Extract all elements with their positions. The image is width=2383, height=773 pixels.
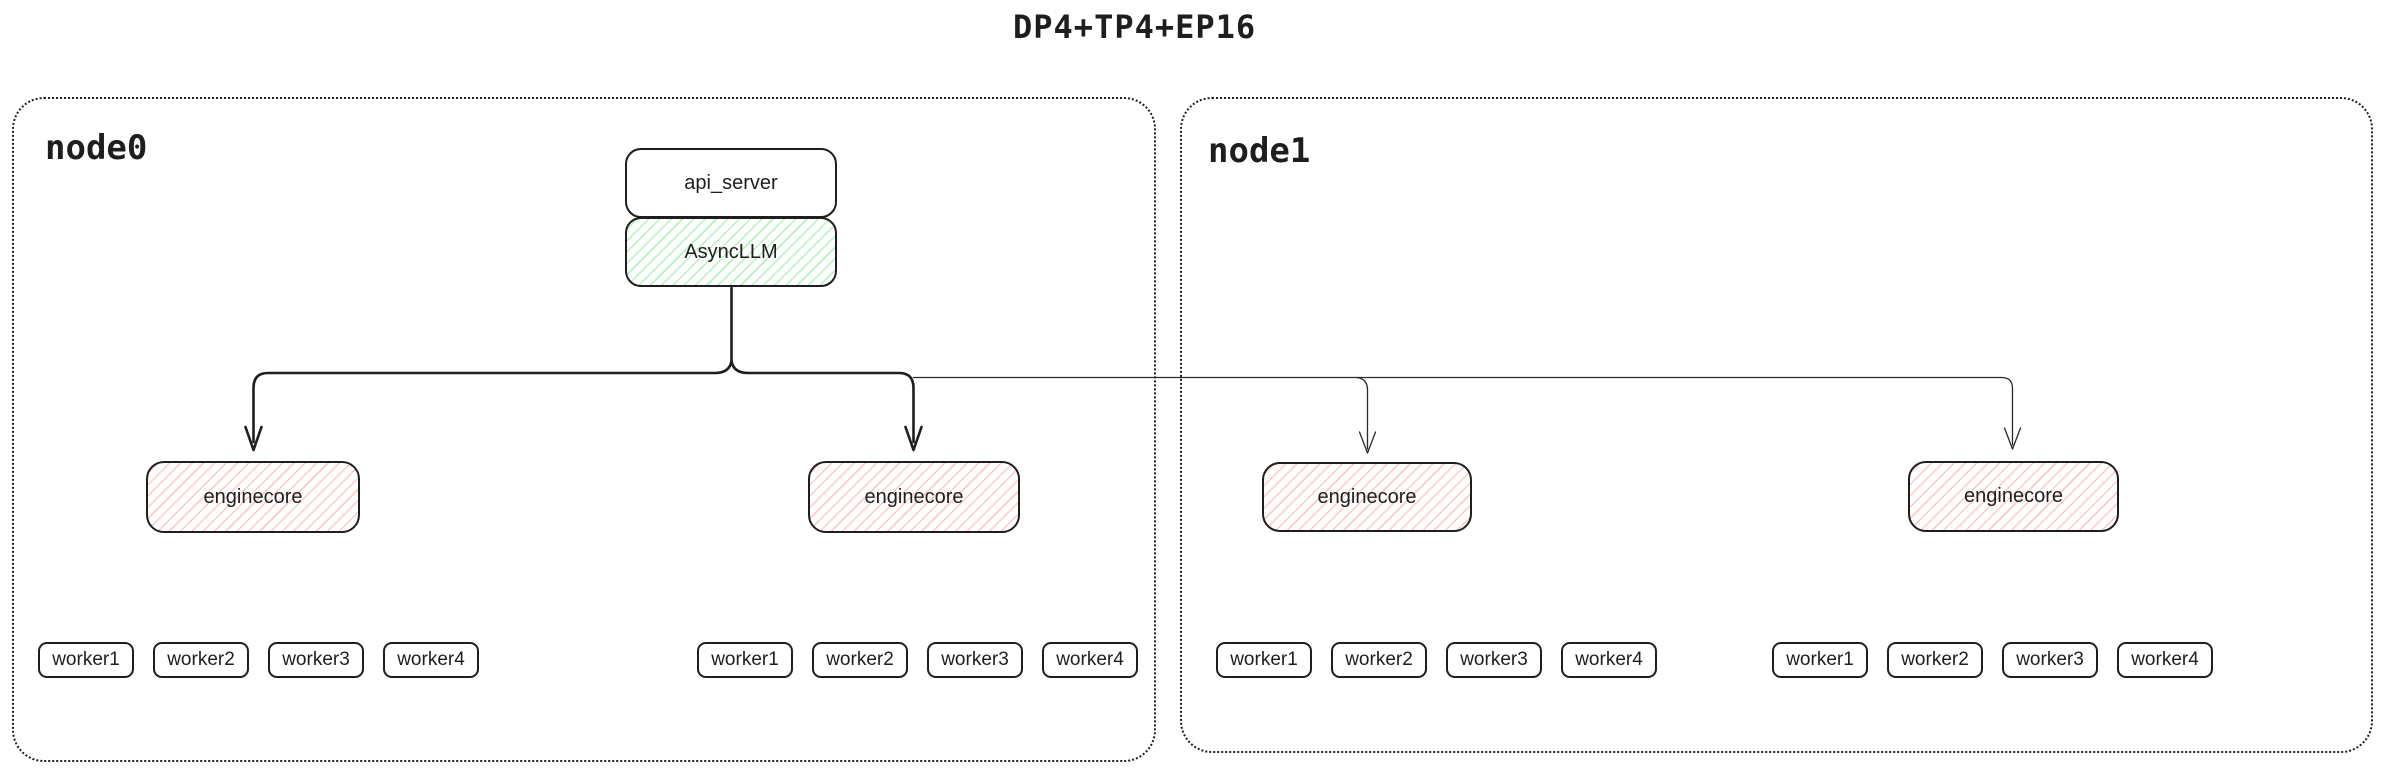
worker-label: worker4 (397, 649, 465, 670)
worker-box: worker4 (1042, 642, 1138, 678)
worker-group-node1-2: worker1 worker2 worker3 worker4 (1772, 642, 2213, 678)
api-server-box: api_server (625, 148, 837, 218)
worker-label: worker1 (52, 649, 120, 670)
worker-label: worker2 (167, 649, 235, 670)
worker-label: worker2 (1901, 649, 1969, 670)
worker-group-node0-1: worker1 worker2 worker3 worker4 (38, 642, 479, 678)
diagram-title: DP4+TP4+EP16 (1013, 8, 1257, 46)
worker-label: worker4 (2131, 649, 2199, 670)
worker-box: worker4 (2117, 642, 2213, 678)
worker-box: worker1 (1772, 642, 1868, 678)
node0-label: node0 (45, 128, 148, 168)
worker-box: worker1 (697, 642, 793, 678)
worker-label: worker2 (826, 649, 894, 670)
worker-box: worker1 (1216, 642, 1312, 678)
worker-label: worker4 (1056, 649, 1124, 670)
asyncllm-box: AsyncLLM (625, 217, 837, 287)
enginecore-box-3: enginecore (1262, 462, 1472, 532)
worker-label: worker3 (1460, 649, 1528, 670)
worker-label: worker1 (711, 649, 779, 670)
enginecore-label: enginecore (203, 485, 303, 508)
worker-box: worker2 (812, 642, 908, 678)
worker-label: worker1 (1786, 649, 1854, 670)
worker-group-node0-2: worker1 worker2 worker3 worker4 (697, 642, 1138, 678)
worker-box: worker3 (2002, 642, 2098, 678)
worker-box: worker4 (1561, 642, 1657, 678)
enginecore-label: enginecore (1317, 485, 1417, 508)
worker-box: worker2 (153, 642, 249, 678)
api-server-label: api_server (684, 171, 778, 194)
worker-box: worker2 (1331, 642, 1427, 678)
worker-group-node1-1: worker1 worker2 worker3 worker4 (1216, 642, 1657, 678)
enginecore-box-2: enginecore (808, 461, 1020, 533)
enginecore-box-4: enginecore (1908, 461, 2119, 532)
worker-label: worker3 (941, 649, 1009, 670)
worker-label: worker3 (282, 649, 350, 670)
worker-label: worker1 (1230, 649, 1298, 670)
enginecore-label: enginecore (864, 485, 964, 508)
worker-label: worker2 (1345, 649, 1413, 670)
enginecore-box-1: enginecore (146, 461, 360, 533)
worker-box: worker3 (268, 642, 364, 678)
worker-box: worker1 (38, 642, 134, 678)
enginecore-label: enginecore (1964, 485, 2063, 507)
worker-box: worker2 (1887, 642, 1983, 678)
worker-box: worker3 (1446, 642, 1542, 678)
worker-box: worker4 (383, 642, 479, 678)
node1-label: node1 (1208, 131, 1311, 171)
asyncllm-label: AsyncLLM (684, 240, 778, 263)
worker-label: worker3 (2016, 649, 2084, 670)
worker-label: worker4 (1575, 649, 1643, 670)
worker-box: worker3 (927, 642, 1023, 678)
